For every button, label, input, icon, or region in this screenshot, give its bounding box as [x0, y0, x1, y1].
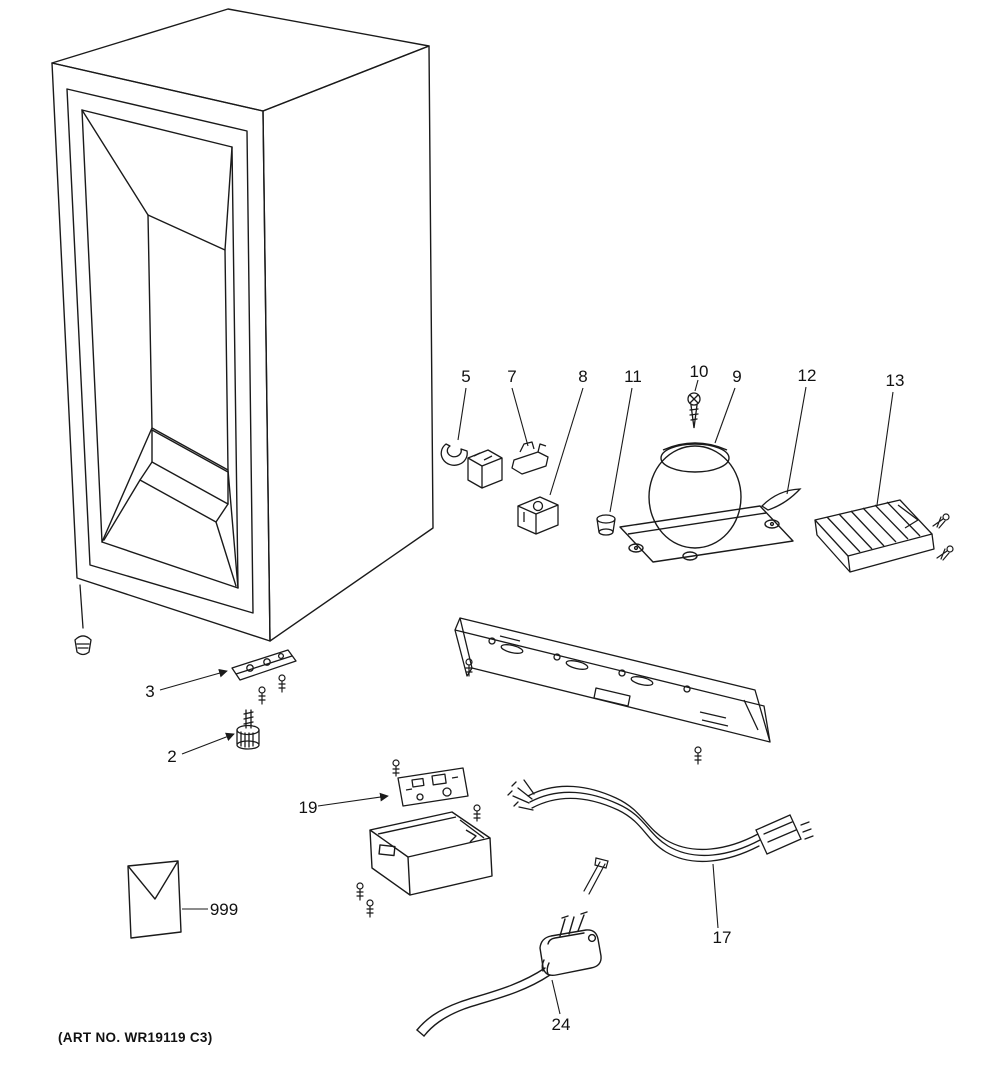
wire-harness — [507, 779, 814, 862]
part-label-7: 7 — [507, 367, 516, 386]
part-label-8: 8 — [578, 367, 587, 386]
part-label-24: 24 — [552, 1015, 571, 1034]
control-board — [397, 767, 469, 807]
relay — [467, 441, 549, 489]
leader-line-8 — [549, 387, 584, 496]
part-label-19: 19 — [299, 798, 318, 817]
literature-envelope — [127, 860, 182, 939]
leader-line-7 — [511, 387, 529, 447]
power-cord — [416, 911, 602, 1037]
control-box-cover — [369, 811, 493, 896]
leader-line-3 — [159, 668, 228, 691]
leader-line-19 — [317, 792, 389, 807]
leader-line-13 — [876, 391, 894, 506]
art-number: (ART NO. WR19119 C3) — [58, 1030, 213, 1045]
part-label-9: 9 — [732, 367, 741, 386]
part-label-3: 3 — [145, 682, 154, 701]
compressor-screw — [687, 392, 701, 429]
part-label-11: 11 — [624, 367, 642, 386]
leveling-leg — [236, 709, 260, 750]
refrigerator-cabinet — [51, 8, 434, 642]
bottom-bracket — [231, 649, 297, 681]
part-label-13: 13 — [886, 371, 905, 390]
leader-line-12 — [786, 386, 807, 495]
leader-line-2 — [181, 732, 235, 755]
part-label-10: 10 — [690, 362, 709, 381]
part-label-17: 17 — [713, 928, 732, 947]
part-label-2: 2 — [167, 747, 176, 766]
overload-protector — [517, 496, 559, 535]
compressor-grommet — [596, 514, 616, 536]
drain-pan-screws — [932, 513, 954, 561]
leader-line-5 — [457, 387, 467, 441]
part-label-12: 12 — [798, 366, 817, 385]
cable-tie — [583, 857, 609, 895]
control-board-screws — [392, 759, 481, 822]
rear-rail-bracket — [454, 617, 771, 743]
leader-line-9 — [714, 387, 736, 444]
drain-clip — [760, 488, 802, 511]
compressor — [619, 442, 794, 563]
leveling-foot-front-left — [74, 584, 92, 656]
rail-screws — [465, 658, 702, 765]
bracket-screws — [258, 674, 286, 705]
leader-line-10 — [694, 379, 699, 392]
leader-line-24 — [551, 979, 561, 1015]
evaporator-clip — [440, 443, 468, 466]
control-box-screws — [356, 882, 374, 918]
leader-line-11 — [609, 387, 633, 513]
part-label-999: 999 — [210, 900, 238, 919]
drain-pan — [814, 499, 935, 573]
part-label-5: 5 — [461, 367, 470, 386]
leader-line-17 — [712, 863, 719, 929]
